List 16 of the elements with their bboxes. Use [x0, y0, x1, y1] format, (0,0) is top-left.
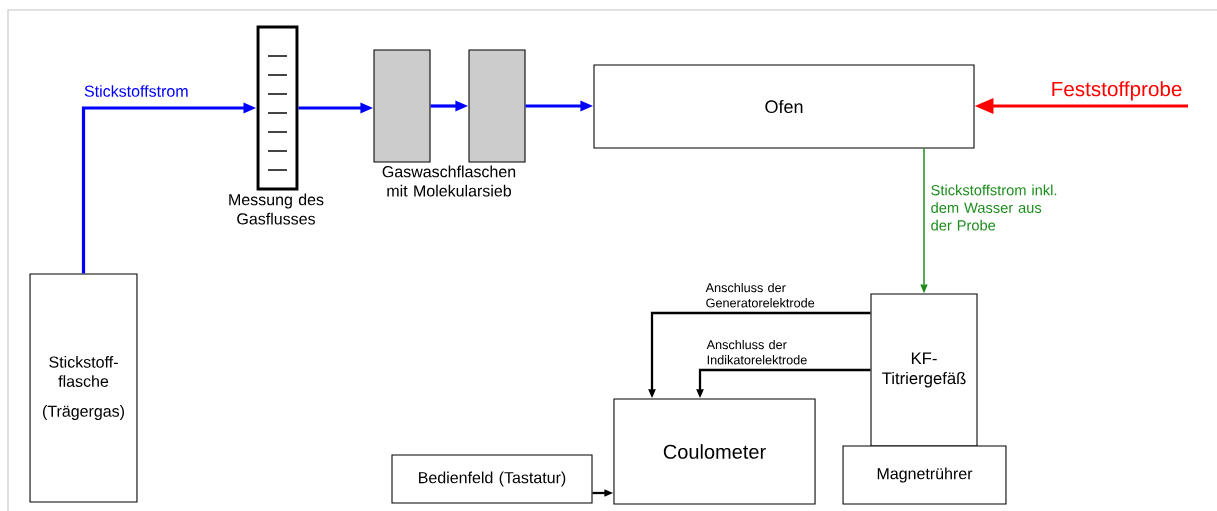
- edge-label: Stickstoffstrom: [84, 85, 188, 97]
- gas-cylinder-box: Stickstoff- flasche (Trägergas): [29, 273, 138, 503]
- sample-label: Feststoffprobe: [1052, 81, 1182, 101]
- titration-vessel-box: KF- Titriergefäß: [870, 293, 978, 447]
- wash-bottle: [468, 49, 526, 163]
- edge-label: Stickstoffstrom inkl. dem Wasser aus der Probe: [931, 184, 1057, 231]
- oven-box: Ofen: [593, 64, 975, 149]
- edge-label: Anschluss der Generatorelektrode: [705, 282, 815, 308]
- edge-label: Anschluss der Indikatorelektrode: [706, 339, 807, 365]
- stirrer-box: Magnetrührer: [842, 445, 1007, 505]
- caption-text: Gaswaschflaschen mit Molekularsieb: [382, 165, 516, 197]
- wash-bottle: [373, 49, 431, 163]
- caption-text: Messung des Gasflusses: [229, 193, 324, 225]
- flowmeter-drawing: [256, 25, 299, 191]
- coulometer-box: Coulometer: [613, 398, 816, 505]
- keypad-box: Bedienfeld (Tastatur): [391, 454, 593, 504]
